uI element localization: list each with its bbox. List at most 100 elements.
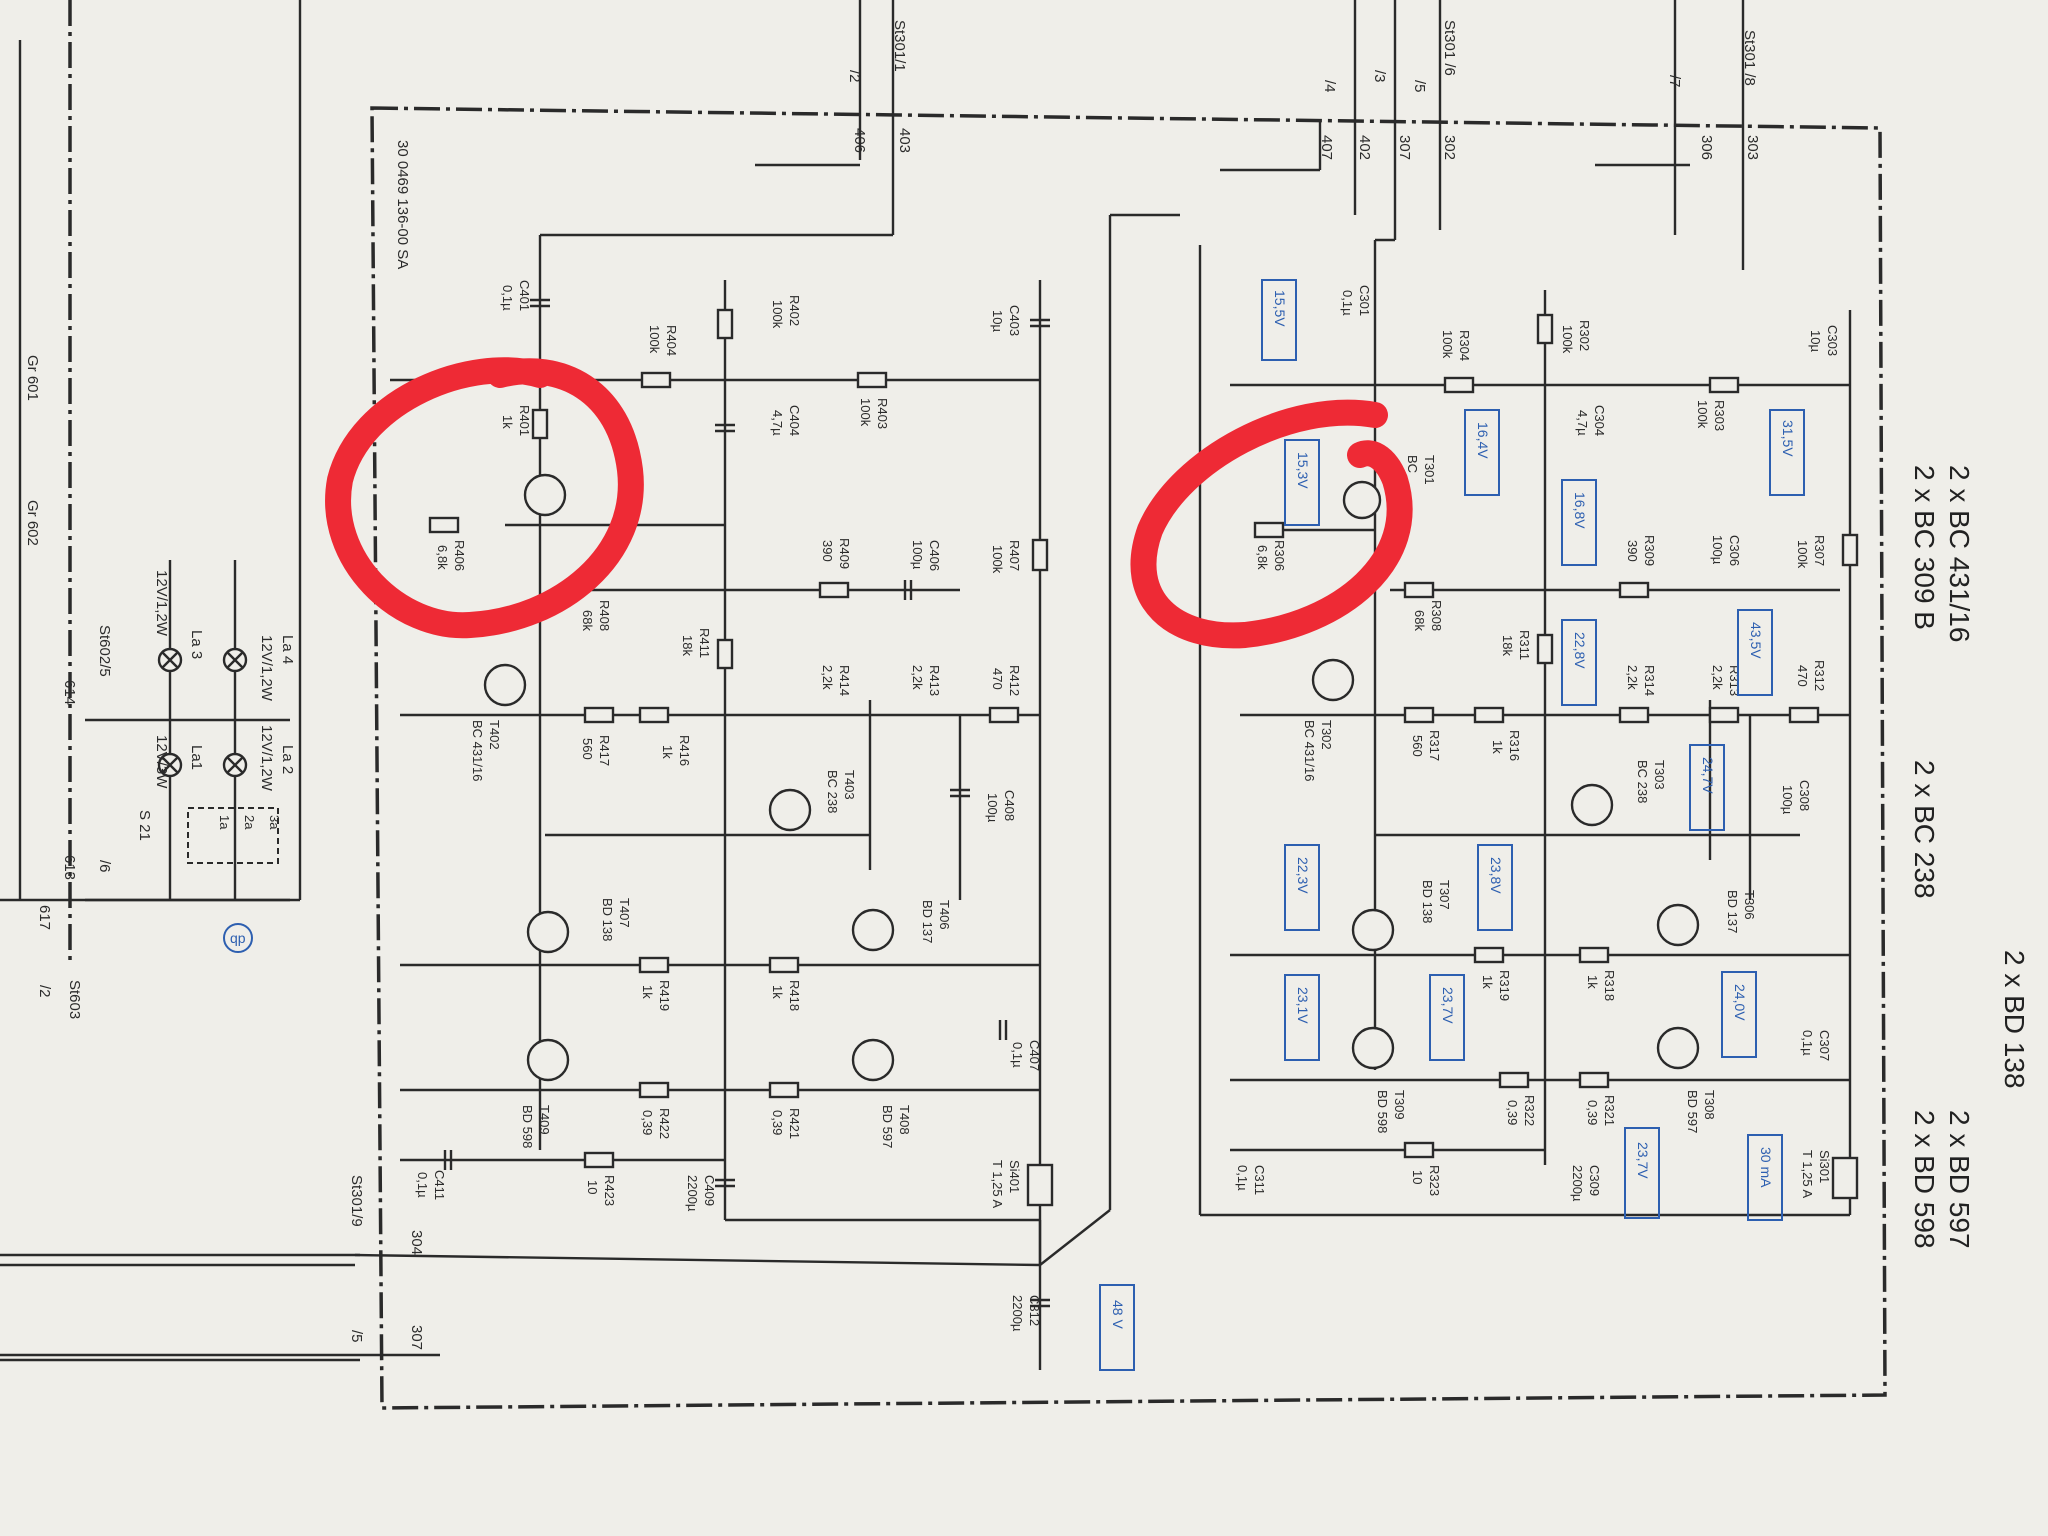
conn-st301-7: /7 [1666, 75, 1683, 88]
parts-bc238: 2 x BC 238 [1909, 760, 1940, 899]
transistor-t302 [1311, 658, 1355, 702]
resistor-r321 [1578, 1071, 1610, 1089]
label-c411-val: 0,1µ [415, 1172, 430, 1198]
label-r411-val: 18k [680, 635, 695, 656]
label-si401-ref: Si401 [1007, 1160, 1022, 1193]
label-r409-val: 390 [820, 540, 835, 562]
label-r407-ref: R407 [1007, 540, 1022, 571]
parts-summary: 2 x BC 431/16 2 x BC 309 B 2 x BC 238 2 … [1909, 465, 2030, 1249]
voltage-43-5v: 43,5V [1748, 622, 1764, 659]
conn-st301-2: /2 [846, 70, 863, 83]
transistor-t407 [526, 910, 570, 954]
resistor-r306 [1253, 521, 1285, 539]
conn-st301-4: /4 [1321, 80, 1338, 93]
left-panel: qp La 4 12V/1,2W La 3 12V/1,2W La 2 12V/… [0, 0, 360, 1362]
label-t307-type: BD 138 [1420, 880, 1435, 923]
pin-2a: 2a [242, 815, 257, 830]
capacitor-c411 [443, 1150, 453, 1170]
qp-logo-text: qp [230, 930, 246, 946]
label-t403-type: BC 238 [825, 770, 840, 813]
resistor-r416 [638, 706, 670, 724]
label-t303-type: BC 238 [1635, 760, 1650, 803]
label-r323-ref: R323 [1427, 1165, 1442, 1196]
conn-st301-5b: /5 [348, 1330, 365, 1343]
label-t301-ref: T301 [1422, 455, 1437, 485]
voltage-23-7v-a: 23,7V [1440, 987, 1456, 1024]
conn-st602-5: St602/5 [96, 625, 113, 677]
label-t303-ref: T303 [1652, 760, 1667, 790]
label-t302-ref: T302 [1319, 720, 1334, 750]
capacitor-c407 [998, 1020, 1008, 1040]
capacitor-c312 [1030, 1298, 1050, 1308]
capacitor-c404 [715, 423, 735, 433]
label-t406-type: BD 137 [920, 900, 935, 943]
transistor-t402 [483, 663, 527, 707]
label-c311-ref: C311 [1252, 1165, 1267, 1195]
resistor-r417 [583, 706, 615, 724]
label-r323-val: 10 [1410, 1170, 1425, 1184]
label-r322-val: 0,39 [1505, 1100, 1520, 1125]
voltage-15-5v: 15,5V [1272, 290, 1288, 327]
label-c407-ref: C407 [1027, 1040, 1042, 1071]
label-c406-val: 100µ [910, 540, 925, 570]
label-t308-ref: T308 [1702, 1090, 1717, 1120]
label-c406-ref: C406 [927, 540, 942, 571]
label-t309-type: BD 598 [1375, 1090, 1390, 1133]
conn-6: /6 [96, 860, 113, 873]
label-r307-ref: R307 [1812, 535, 1827, 566]
conn-st301-1: St301/1 [891, 20, 908, 72]
resistor-r319 [1473, 946, 1505, 964]
lamp-la4-symbol [222, 647, 248, 673]
resistor-r419 [638, 956, 670, 974]
parts-bc309b: 2 x BC 309 B [1909, 465, 1940, 630]
label-r406-ref: R406 [452, 540, 467, 571]
label-r414-val: 2,2k [820, 665, 835, 690]
label-t301-type: BC [1405, 455, 1420, 473]
conn-st301-3: /3 [1371, 70, 1388, 83]
label-r317-ref: R317 [1427, 730, 1442, 761]
label-r304-ref: R304 [1457, 330, 1472, 361]
label-si301-val: T 1,25 A [1800, 1150, 1815, 1199]
conn-302: 302 [1441, 135, 1458, 160]
label-r308-ref: R308 [1429, 600, 1444, 631]
lamp-la3-rating: 12V/1,2W [153, 570, 170, 637]
label-c404-ref: C404 [787, 405, 802, 436]
resistor-r407 [1031, 538, 1049, 572]
label-r316-val: 1k [1490, 740, 1505, 754]
label-c407-val: 0,1µ [1010, 1042, 1025, 1068]
conn-st301-8: St301 /8 [1741, 30, 1758, 86]
label-r314-val: 2,2k [1625, 665, 1640, 690]
label-r317-val: 560 [1410, 735, 1425, 757]
resistor-r409 [818, 581, 850, 599]
label-t407-type: BD 138 [600, 898, 615, 941]
resistor-r302 [1536, 313, 1554, 345]
conn-st301-5: /5 [1411, 80, 1428, 93]
resistor-r412 [988, 706, 1020, 724]
label-c403-ref: C403 [1007, 305, 1022, 336]
label-r311-ref: R311 [1517, 630, 1532, 660]
pin-3a: 3a [267, 815, 282, 830]
resistor-r307 [1841, 533, 1859, 567]
label-r313-val: 2,2k [1710, 665, 1725, 690]
label-t403-ref: T403 [842, 770, 857, 800]
label-c312-ref: C312 [1027, 1295, 1042, 1326]
conn-307b: 307 [408, 1325, 425, 1350]
label-r416-ref: R416 [677, 735, 692, 766]
lamp-la1-ref: La1 [188, 745, 205, 770]
voltage-22-3v: 22,3V [1295, 857, 1311, 894]
label-r407-val: 100k [990, 545, 1005, 574]
resistor-r308 [1403, 581, 1435, 599]
red-circle-t401 [325, 357, 644, 639]
transistor-t409 [526, 1038, 570, 1082]
label-r322-ref: R322 [1522, 1095, 1537, 1126]
label-r421-val: 0,39 [770, 1110, 785, 1135]
label-r408-val: 68k [580, 610, 595, 631]
capacitor-c408 [950, 788, 970, 798]
voltage-15-3v: 15,3V [1295, 452, 1311, 489]
resistor-r323 [1403, 1141, 1435, 1159]
label-r417-val: 560 [580, 738, 595, 760]
lamp-la1-rating: 12V/3W [153, 735, 170, 789]
voltage-24-7v: 24,7V [1700, 757, 1716, 794]
voltage-48v: 48 V [1110, 1300, 1126, 1329]
